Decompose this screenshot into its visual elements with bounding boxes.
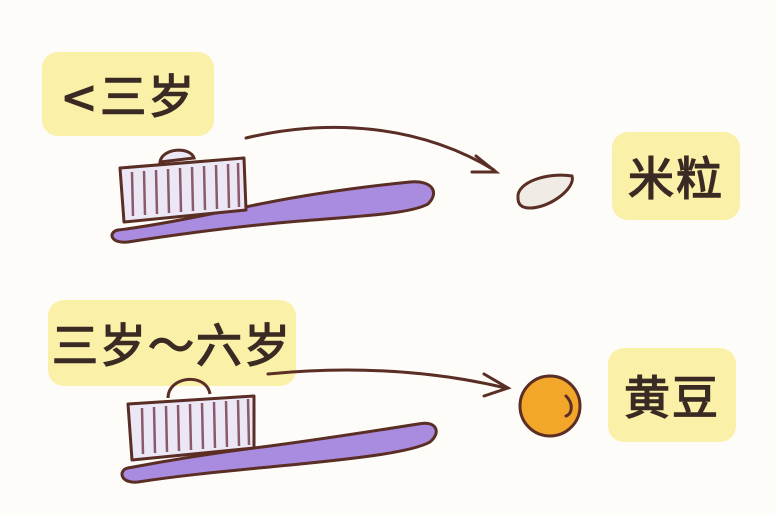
arrow-icon: [266, 368, 512, 398]
rice-grain-icon: [516, 173, 574, 210]
toothbrush-icon: [120, 378, 438, 484]
soybean-icon: [518, 374, 582, 438]
arrow-icon: [244, 125, 501, 174]
toothbrush-icon: [110, 148, 435, 244]
age-label-under-3: <三岁: [42, 52, 214, 136]
amount-label-soybean: 黄豆: [608, 348, 736, 442]
amount-label-rice-grain: 米粒: [612, 132, 740, 220]
age-label-3-to-6: 三岁～六岁: [48, 300, 296, 386]
